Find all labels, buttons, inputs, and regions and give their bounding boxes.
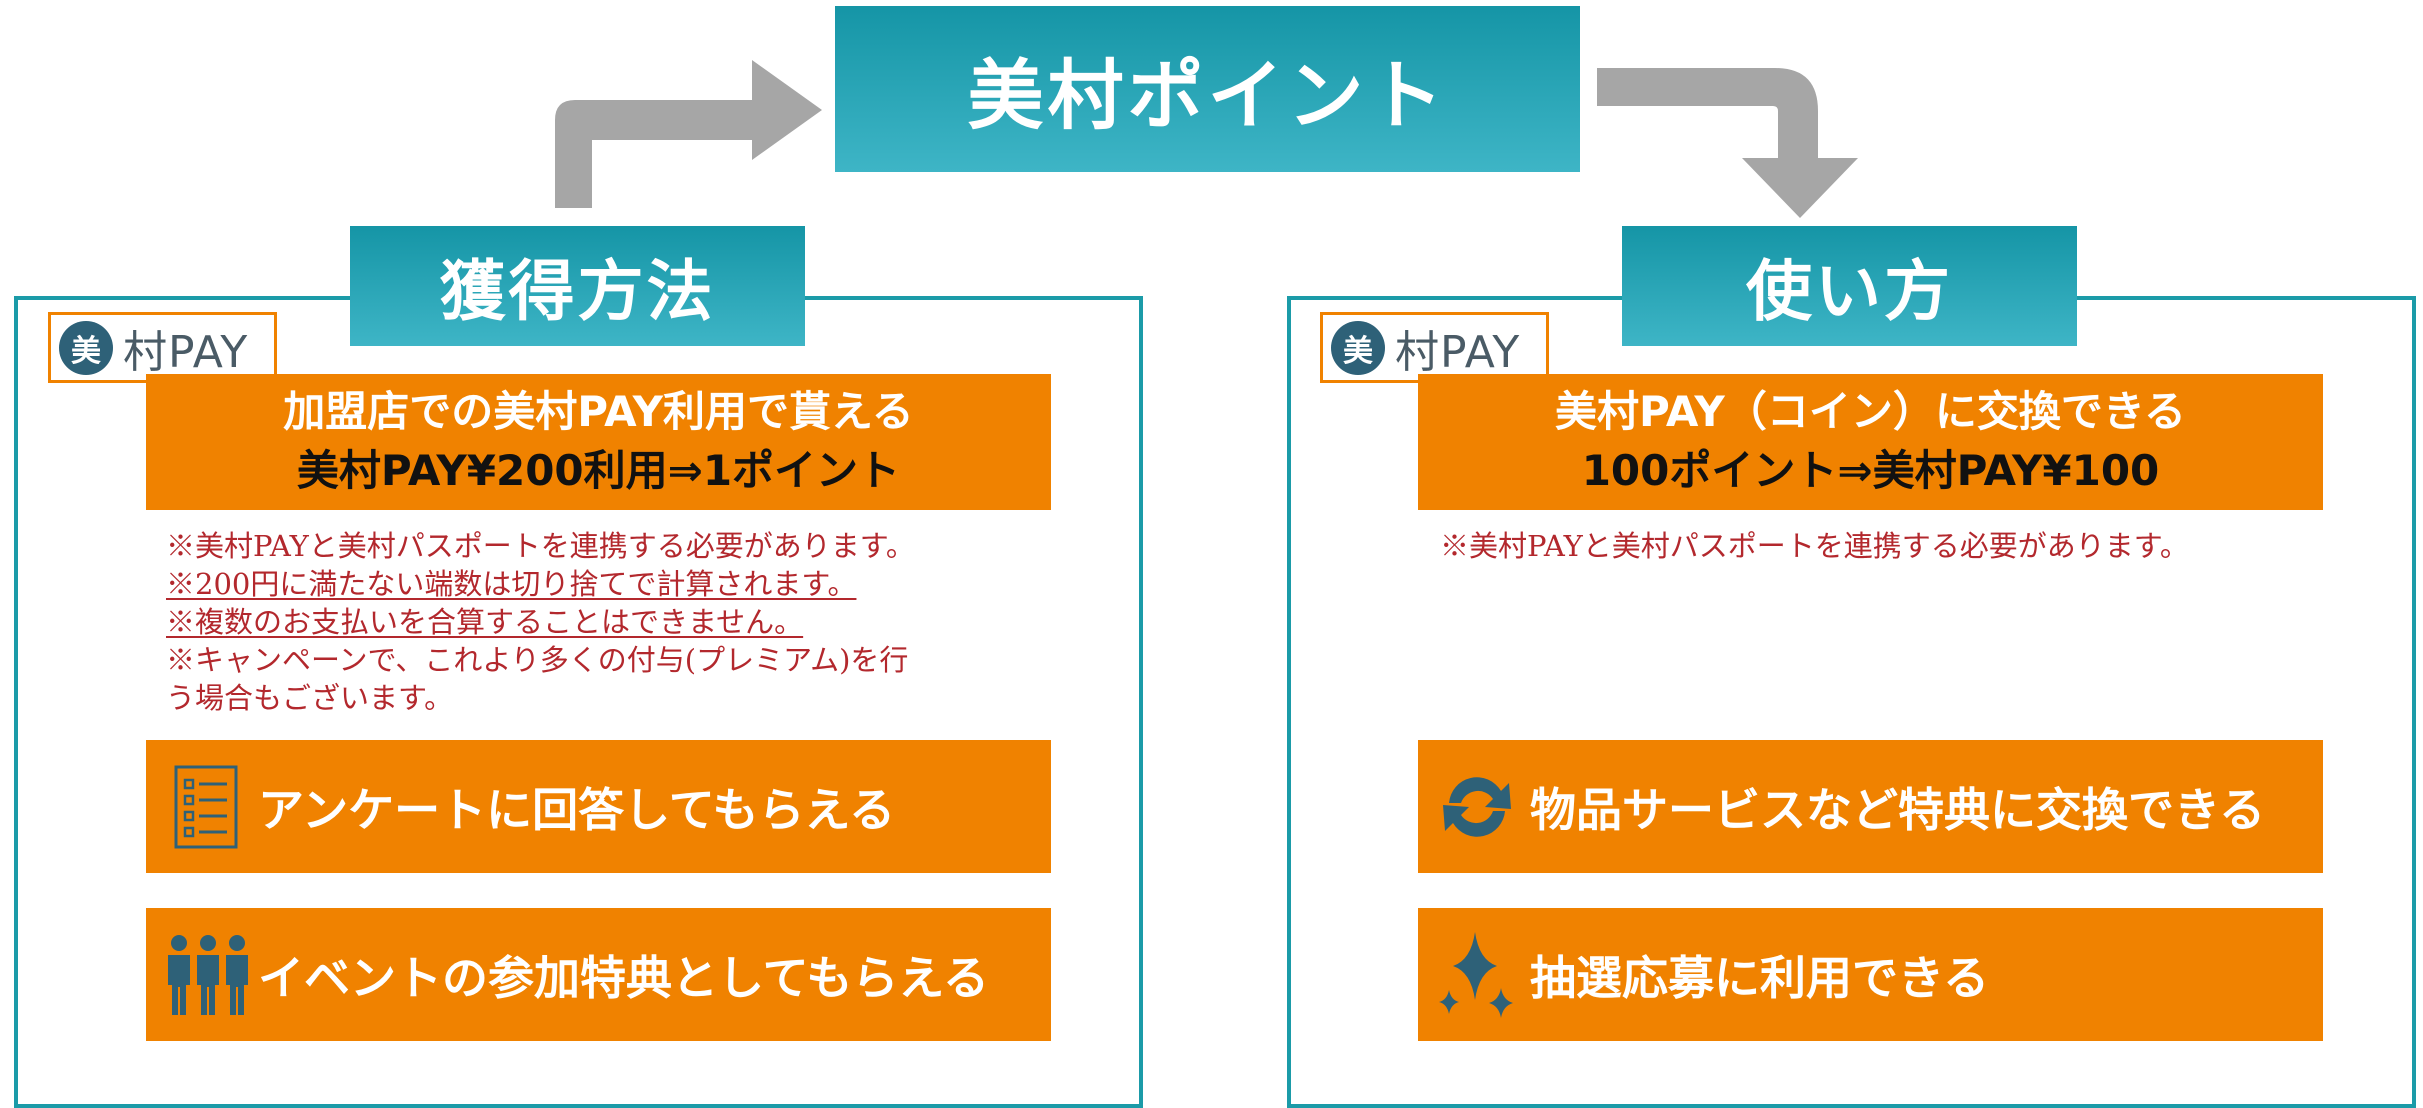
item-label: イベントの参加特典としてもらえる xyxy=(258,950,989,1005)
left-heading: 獲得方法 xyxy=(350,226,805,346)
item-label: 物品サービスなど特典に交換できる xyxy=(1530,782,2266,837)
logo-mark: 美 xyxy=(1331,320,1385,375)
right-notes: ※美村PAYと美村パスポートを連携する必要があります。 xyxy=(1440,527,2320,565)
right-logo: 美 村PAY xyxy=(1320,312,1549,383)
sparkle-icon xyxy=(1432,930,1522,1020)
right-main-box: 美村PAY（コイン）に交換できる 100ポイント⇒美村PAY¥100 xyxy=(1418,374,2323,510)
right-main-line2: 100ポイント⇒美村PAY¥100 xyxy=(1581,446,2160,495)
left-heading-text: 獲得方法 xyxy=(439,253,716,330)
note-line: う場合もございます。 xyxy=(166,681,454,715)
arrow-title-to-right xyxy=(1597,68,1858,218)
left-item-survey: アンケートに回答してもらえる xyxy=(146,740,1051,873)
note-line: ※キャンペーンで、これより多くの付与(プレミアム)を行 xyxy=(166,643,909,677)
left-main-box: 加盟店での美村PAY利用で貰える 美村PAY¥200利用⇒1ポイント xyxy=(146,374,1051,510)
right-item-exchange: 物品サービスなど特典に交換できる xyxy=(1418,740,2323,873)
logo-text: 村PAY xyxy=(123,326,249,378)
right-item-lottery: 抽選応募に利用できる xyxy=(1418,908,2323,1041)
note-line: ※美村PAYと美村パスポートを連携する必要があります。 xyxy=(1440,529,2189,563)
main-title: 美村ポイント xyxy=(835,6,1580,172)
right-heading: 使い方 xyxy=(1622,226,2077,346)
left-notes: ※美村PAYと美村パスポートを連携する必要があります。 ※200円に満たない端数… xyxy=(166,527,1046,717)
right-heading-text: 使い方 xyxy=(1746,253,1953,330)
arrow-left-to-title xyxy=(555,60,822,208)
people-icon xyxy=(164,930,252,1020)
note-line: ※複数のお支払いを合算することはできません。 xyxy=(166,605,804,639)
logo-text: 村PAY xyxy=(1395,326,1521,378)
exchange-arrows-icon xyxy=(1432,762,1522,852)
note-line: ※美村PAYと美村パスポートを連携する必要があります。 xyxy=(166,529,915,563)
main-title-text: 美村ポイント xyxy=(967,51,1448,140)
left-main-line1: 加盟店での美村PAY利用で貰える xyxy=(283,387,914,437)
logo-mark: 美 xyxy=(59,320,113,375)
left-logo: 美 村PAY xyxy=(48,312,277,383)
item-label: アンケートに回答してもらえる xyxy=(258,782,896,837)
left-main-line2: 美村PAY¥200利用⇒1ポイント xyxy=(296,446,901,495)
checklist-icon xyxy=(166,762,246,852)
item-label: 抽選応募に利用できる xyxy=(1530,950,1990,1005)
note-line: ※200円に満たない端数は切り捨てで計算されます。 xyxy=(166,567,857,601)
right-main-line1: 美村PAY（コイン）に交換できる xyxy=(1555,387,2186,437)
left-item-event: イベントの参加特典としてもらえる xyxy=(146,908,1051,1041)
